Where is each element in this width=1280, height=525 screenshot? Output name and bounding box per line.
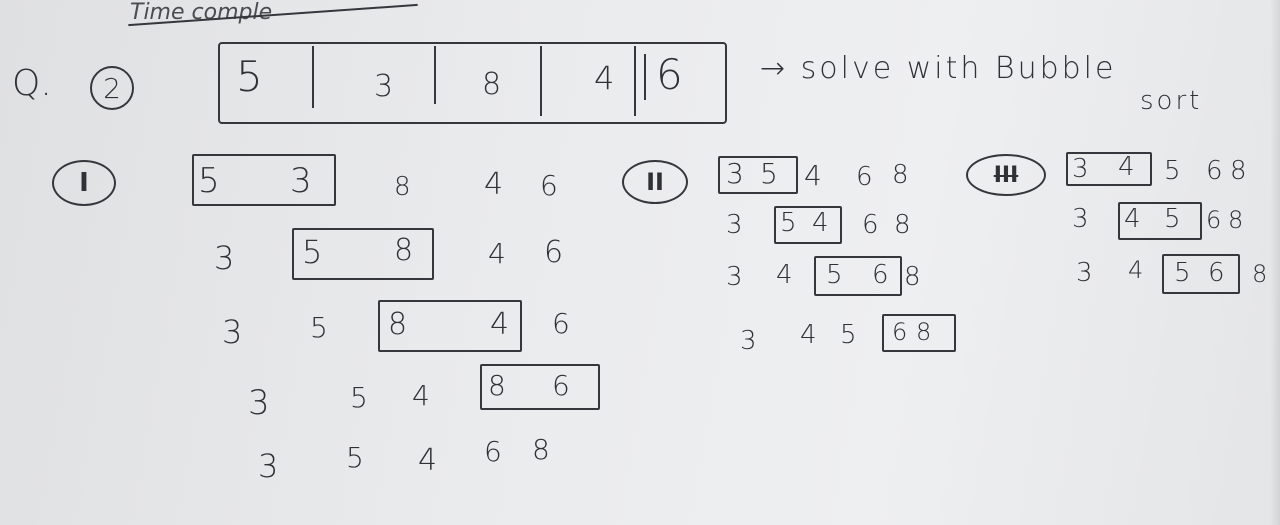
cell: 8 (1230, 156, 1247, 186)
cell: 6 (552, 369, 570, 402)
cell: 5 (1164, 156, 1181, 186)
cell: 4 (776, 260, 793, 290)
cell: 5 (840, 320, 857, 350)
cell: 5 (1164, 204, 1181, 234)
cell: 5 (780, 208, 797, 238)
array-divider (312, 46, 314, 108)
cell: 4 (418, 443, 438, 478)
cell: 5 (826, 260, 843, 290)
cell: 8 (394, 172, 411, 202)
compare-box (192, 154, 336, 206)
cell: 4 (412, 379, 430, 412)
cell: 3 (726, 262, 743, 292)
cell: 8 (532, 433, 550, 466)
compare-box (1118, 202, 1202, 240)
compare-box (814, 256, 902, 296)
question-label: Q. (12, 63, 52, 104)
cell: 6 (892, 318, 908, 346)
array-divider (434, 46, 436, 104)
instruction-text: → solve with Bubble (760, 51, 1117, 86)
cell: 5 (346, 441, 364, 474)
cell: 4 (488, 237, 506, 270)
cell: 6 (544, 235, 564, 270)
cell: 8 (894, 210, 911, 240)
cell: 5 (302, 233, 323, 271)
cell: 5 (310, 311, 328, 344)
input-array-box (218, 42, 727, 124)
cell: 8 (904, 262, 921, 292)
cell: 4 (490, 307, 510, 342)
cell: 3 (1072, 204, 1089, 234)
cell: 8 (394, 233, 414, 268)
cell: 6 (1206, 156, 1223, 186)
cell: 5 (198, 161, 220, 201)
compare-box (480, 364, 600, 410)
cell: 4 (812, 208, 829, 238)
array-divider (540, 46, 542, 116)
cell: 4 (1118, 152, 1135, 182)
question-number-circle: 2 (90, 66, 134, 110)
pass-1-circle: I (52, 160, 116, 206)
cell: 6 (862, 210, 879, 240)
cell: 6 (1206, 206, 1222, 234)
page-edge-shadow (1270, 0, 1280, 525)
compare-box (1066, 152, 1152, 186)
pass-3-circle: III (966, 154, 1046, 196)
cell: 4 (1124, 204, 1141, 234)
cell: 6 (484, 435, 502, 468)
array-value: 5 (236, 52, 263, 101)
cell: 3 (726, 210, 743, 240)
cell: 6 (1208, 258, 1225, 288)
cell: 4 (1128, 256, 1144, 284)
cell: 8 (488, 369, 506, 402)
cell: 5 (1174, 258, 1191, 288)
cell: 8 (1252, 260, 1268, 288)
cell: 8 (1228, 206, 1244, 234)
cell: 3 (726, 157, 744, 190)
cell: 8 (916, 318, 932, 346)
cell: 4 (800, 320, 817, 350)
pass-1-label: I (79, 168, 89, 198)
cell: 3 (258, 447, 279, 485)
cell: 3 (740, 326, 757, 356)
cell: 3 (248, 383, 270, 423)
cell: 6 (856, 162, 873, 192)
cell: 5 (350, 381, 368, 414)
compare-box (378, 300, 522, 352)
compare-box (774, 206, 842, 244)
instruction-text-2: sort (1140, 86, 1203, 116)
compare-box (882, 314, 956, 352)
cell: 6 (552, 307, 570, 340)
cell: 3 (222, 313, 243, 351)
array-value: 8 (482, 67, 502, 102)
cell: 3 (214, 239, 235, 277)
array-value: 3 (374, 69, 394, 104)
cell: 4 (804, 159, 822, 192)
cell: 8 (892, 160, 909, 190)
cell: 4 (484, 167, 504, 202)
cell: 5 (760, 157, 778, 190)
array-divider (634, 46, 636, 116)
cell: 3 (290, 161, 312, 201)
array-value: 4 (594, 59, 615, 97)
cell: 3 (1076, 258, 1093, 288)
compare-box (718, 156, 798, 194)
pass-2-circle: II (622, 160, 688, 204)
question-number: 2 (103, 71, 121, 105)
array-divider (644, 54, 646, 100)
cell: 6 (540, 169, 558, 202)
array-value: 6 (656, 50, 683, 99)
compare-box (292, 228, 434, 280)
cell: 3 (1072, 154, 1089, 184)
cell: 6 (872, 260, 889, 290)
compare-box (1162, 254, 1240, 294)
cell: 8 (388, 307, 408, 342)
pass-2-label: II (646, 168, 664, 196)
pass-3-label: III (993, 162, 1019, 188)
